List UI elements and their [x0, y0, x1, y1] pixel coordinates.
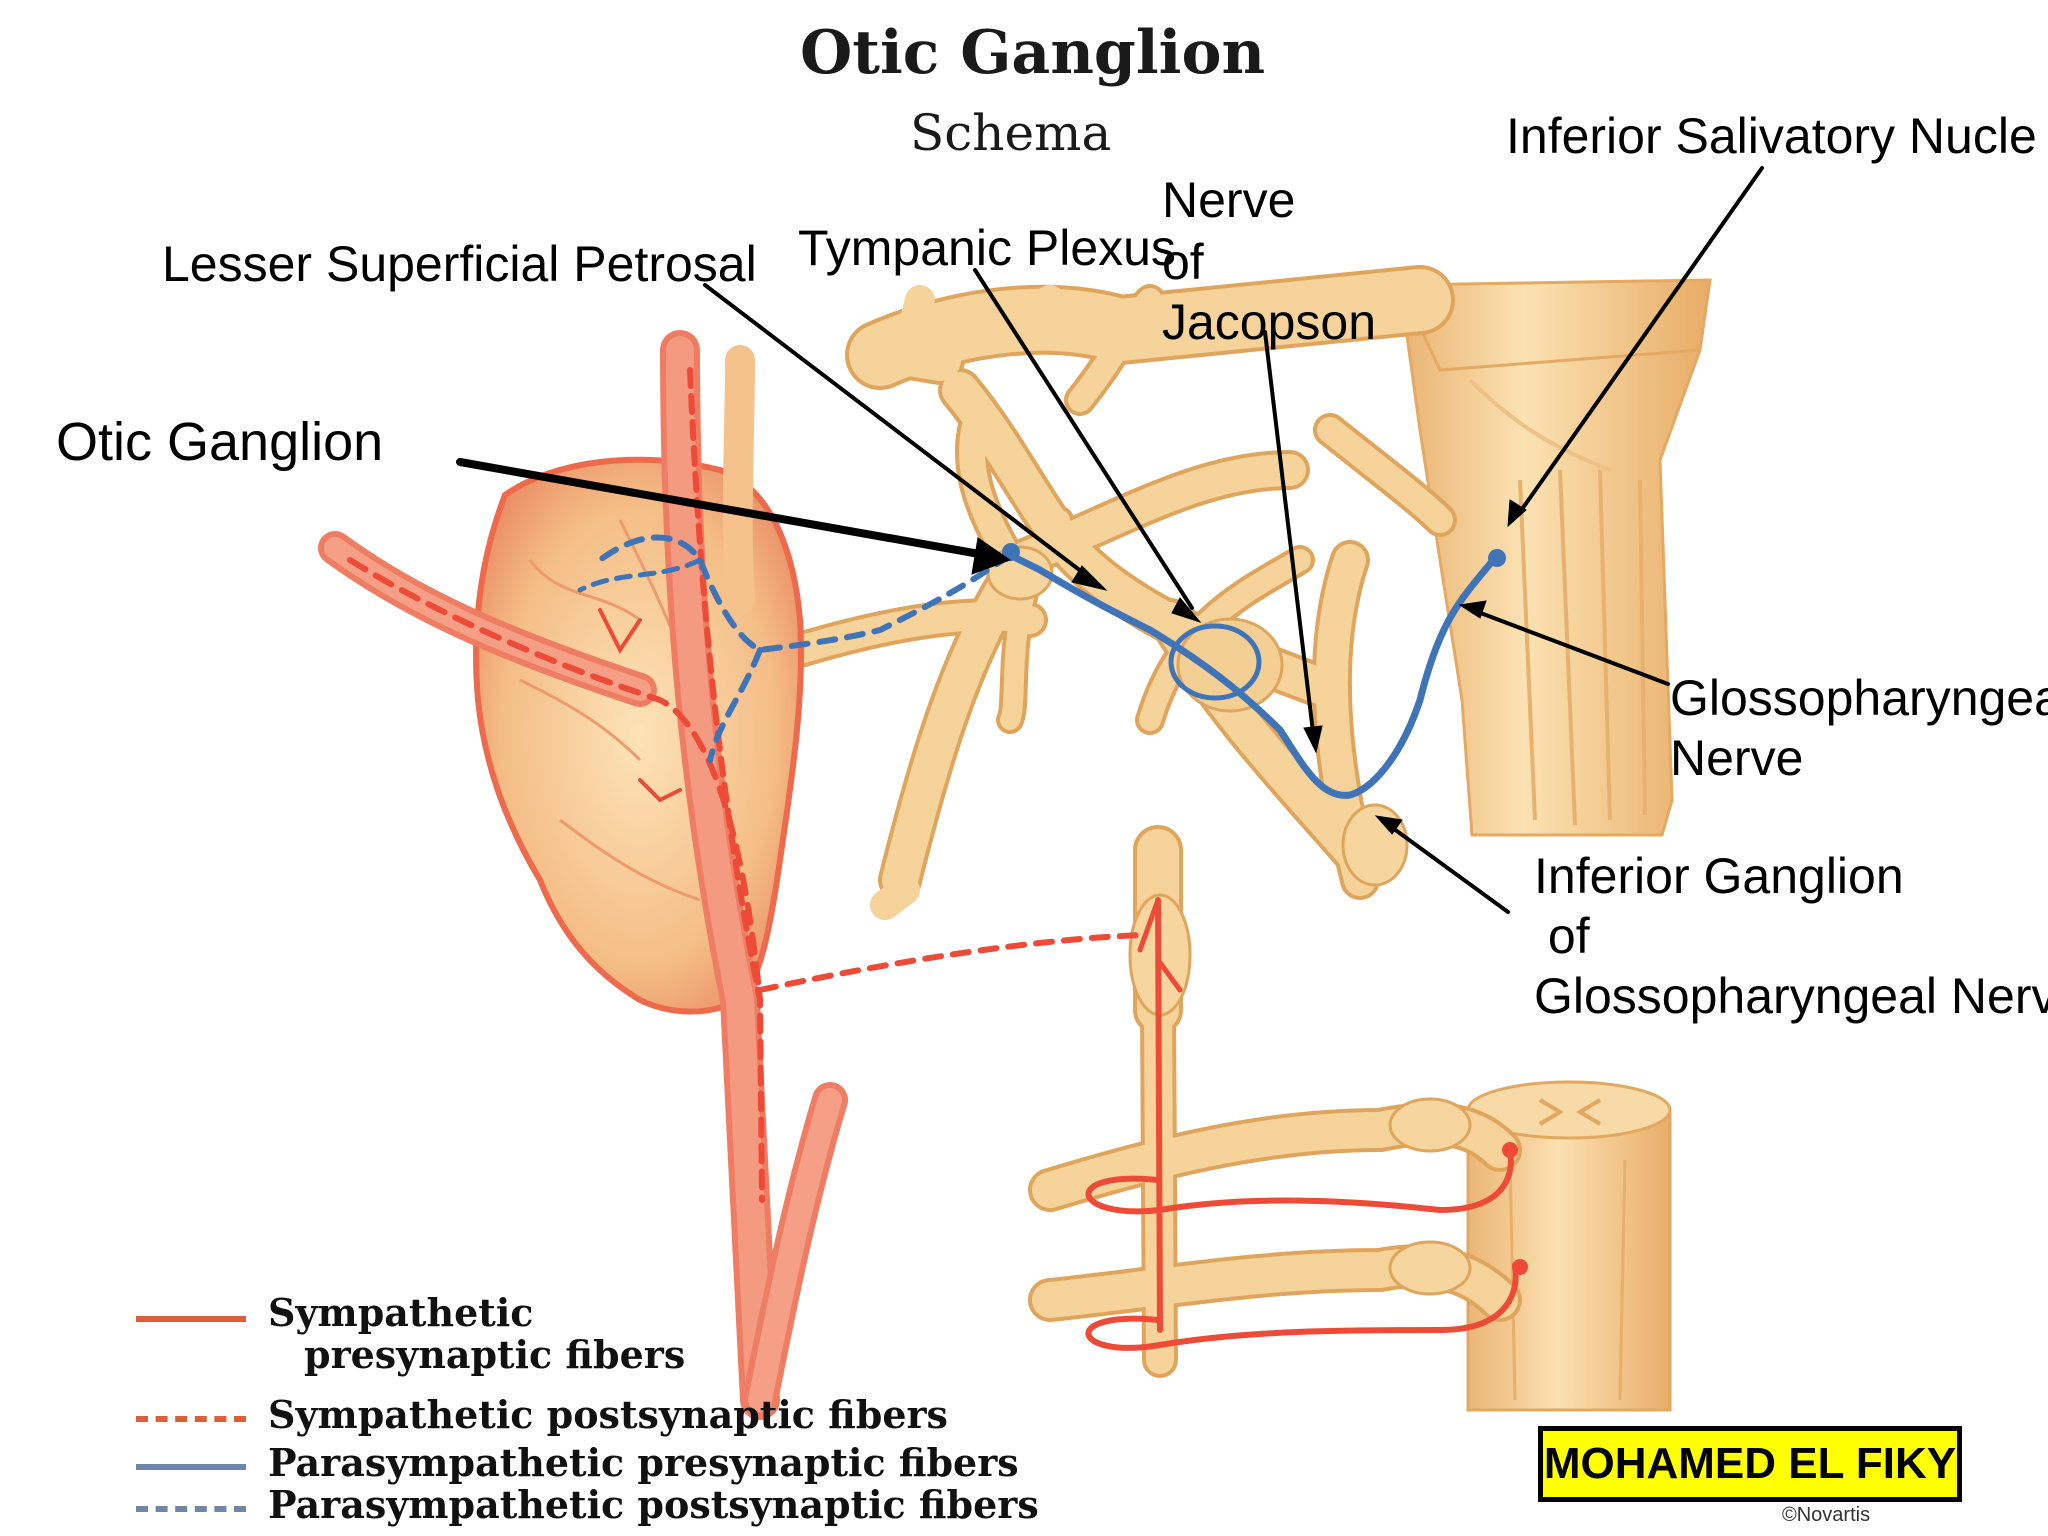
- legend-label: Parasympathetic presynaptic fibers: [268, 1440, 1019, 1485]
- diagram-subtitle: Schema: [910, 104, 1112, 162]
- legend-swatch-dashed-red: [136, 1416, 246, 1422]
- legend-label-line1: Sympathetic: [268, 1290, 534, 1335]
- label-nerve-of-jacobson: Nerve: [1162, 170, 1295, 230]
- legend-swatch-solid-blue: [136, 1464, 246, 1470]
- brainstem: [1398, 278, 1712, 837]
- label-inferior-ganglion: Inferior Ganglion of Glossopharyngeal Ne…: [1534, 846, 2048, 1026]
- legend-swatch-dashed-blue: [136, 1506, 246, 1512]
- label-otic-ganglion: Otic Ganglion: [56, 412, 384, 472]
- label-tympanic-plexus: Tympanic Plexus: [798, 220, 1176, 276]
- label-glossopharyngeal-nerve: Glossopharyngea Nerve: [1670, 668, 2048, 788]
- label-inferior-ganglion-line1: Inferior Ganglion: [1534, 848, 1904, 904]
- legend-label-line2: presynaptic fibers: [304, 1331, 686, 1377]
- sympathetic-fibers: [347, 367, 1519, 1351]
- label-lesser-superficial-petrosal: Lesser Superficial Petrosal: [162, 236, 757, 292]
- sympathetic-endpoints: [1502, 1142, 1528, 1275]
- diagram-title: Otic Ganglion: [800, 18, 1266, 88]
- legend-label: Parasympathetic postsynaptic fibers: [268, 1482, 1039, 1527]
- label-inferior-salivatory-nucleus: Inferior Salivatory Nucle: [1506, 108, 2037, 164]
- pointer-lines: [456, 166, 1764, 914]
- label-nerve-of-jacobson-of: of: [1162, 234, 1204, 290]
- carotid-vessels: [318, 330, 848, 1420]
- label-glossopharyngeal-nerve-line2: Nerve: [1670, 730, 1804, 786]
- label-inferior-ganglion-line2: of: [1534, 908, 1590, 964]
- label-glossopharyngeal-nerve-line1: Glossopharyngea: [1670, 670, 2048, 726]
- legend-label: Sympathetic presynaptic fibers: [268, 1292, 685, 1376]
- copyright-text: ©Novartis: [1782, 1504, 1871, 1526]
- parasympathetic-endpoints: [1002, 543, 1506, 567]
- label-nerve-of-jacobson-line1: Nerve: [1162, 172, 1296, 228]
- label-inferior-ganglion-line3: Glossopharyngeal Nerv: [1534, 968, 2048, 1024]
- parasympathetic-fibers: [577, 534, 1499, 799]
- legend-swatch-solid-red: [136, 1316, 246, 1322]
- legend-label: Sympathetic postsynaptic fibers: [268, 1392, 948, 1437]
- label-nerve-of-jacobson-jacopson: Jacopson: [1162, 294, 1377, 350]
- author-badge: MOHAMED EL FIKY: [1538, 1426, 1962, 1502]
